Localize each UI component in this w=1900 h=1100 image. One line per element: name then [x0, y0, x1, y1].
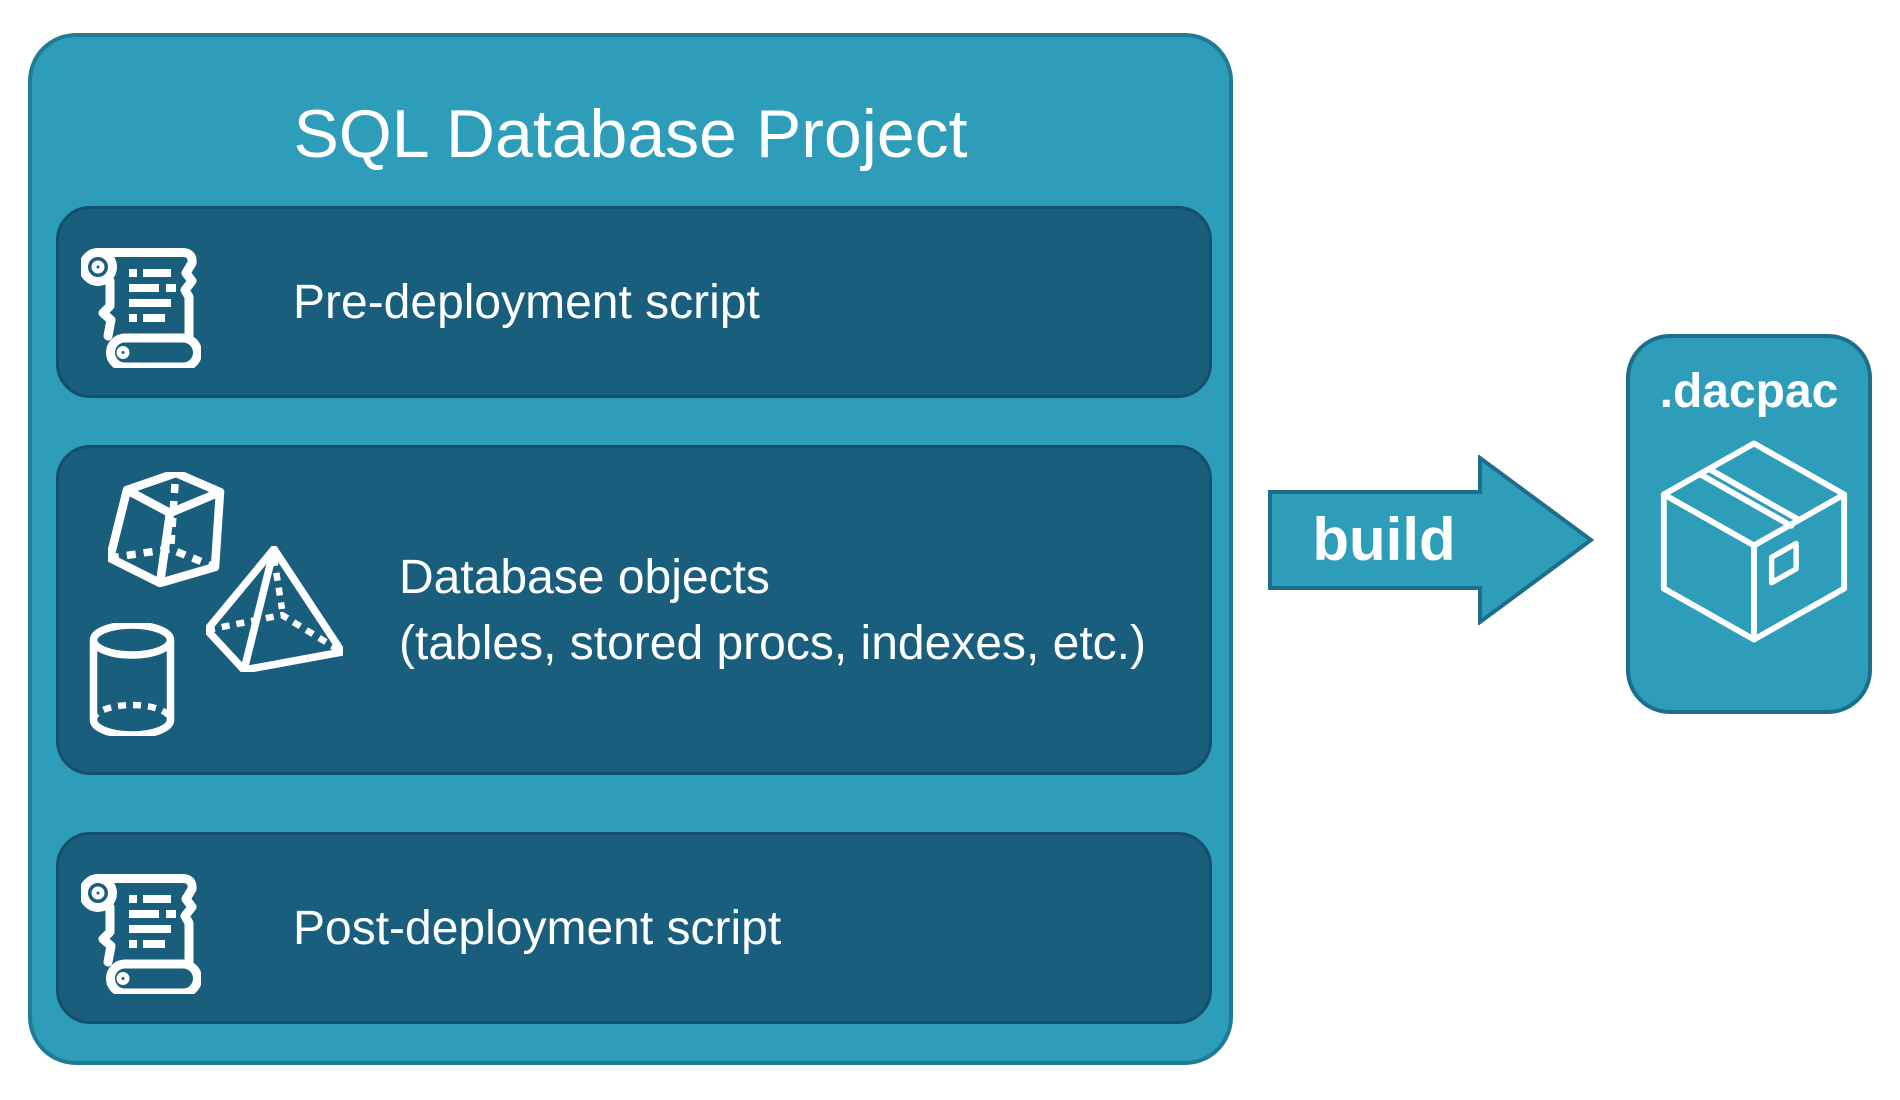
- pre-deployment-box: Pre-deployment script: [56, 206, 1212, 398]
- post-deployment-box: Post-deployment script: [56, 832, 1212, 1024]
- database-objects-label: Database objects (tables, stored procs, …: [399, 545, 1146, 677]
- scroll-icon: [81, 244, 201, 368]
- post-deployment-label: Post-deployment script: [293, 901, 782, 955]
- package-icon: [1656, 438, 1852, 644]
- cube-icon: [108, 472, 225, 587]
- build-arrow-icon: [1268, 455, 1594, 625]
- project-title: SQL Database Project: [293, 96, 968, 172]
- pre-deployment-label: Pre-deployment script: [293, 275, 760, 329]
- database-objects-line1: Database objects: [399, 551, 770, 604]
- scroll-icon: [81, 870, 201, 994]
- pyramid-icon: [206, 546, 343, 672]
- dacpac-label: .dacpac: [1659, 365, 1839, 418]
- dacpac-box: .dacpac: [1626, 334, 1872, 714]
- database-objects-box: Database objects (tables, stored procs, …: [56, 445, 1212, 775]
- database-objects-line2: (tables, stored procs, indexes, etc.): [399, 617, 1146, 670]
- cylinder-icon: [89, 623, 175, 736]
- build-label: build: [1312, 505, 1456, 573]
